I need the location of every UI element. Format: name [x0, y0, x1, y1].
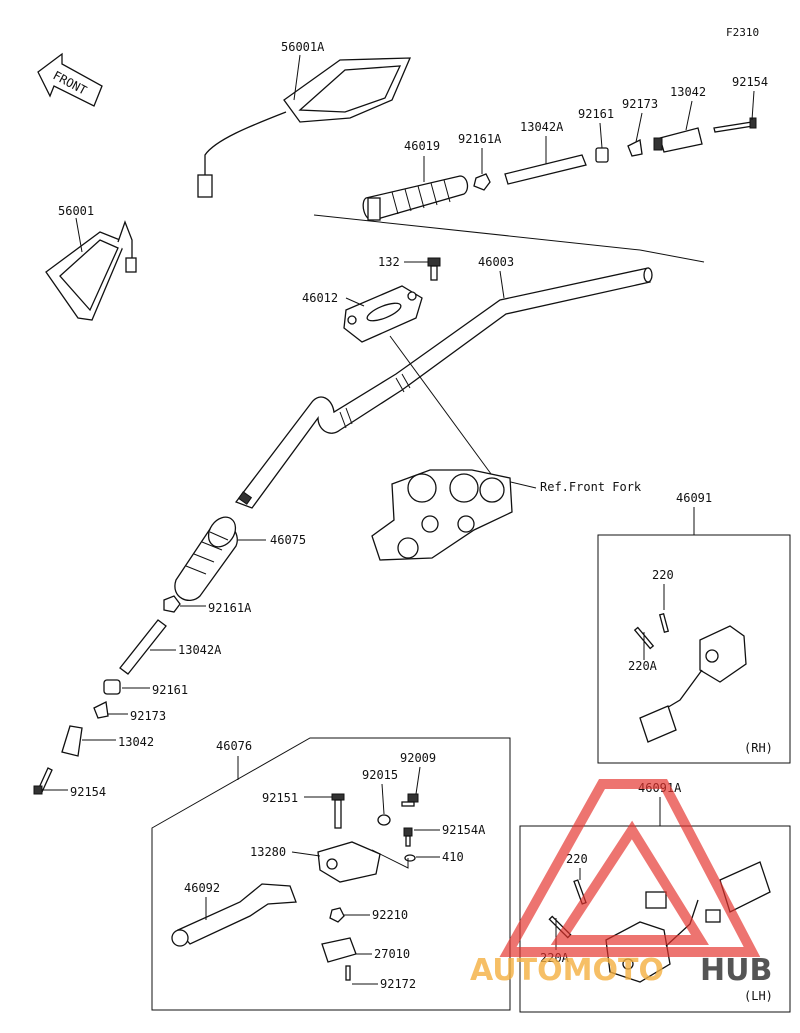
label-46012: 46012 — [302, 291, 338, 305]
label-13042-top: 13042 — [670, 85, 706, 99]
mirror-left — [45, 220, 137, 321]
bolt-132 — [427, 257, 441, 281]
mirror-right — [197, 57, 411, 198]
label-46092: 46092 — [184, 881, 220, 895]
label-410: 410 — [442, 850, 464, 864]
label-92161A-top: 92161A — [458, 132, 502, 146]
watermark-word1: AUTOMOTO — [470, 953, 664, 988]
bolt-92154-top — [713, 121, 754, 133]
label-27010: 27010 — [374, 947, 410, 961]
weight-13042A-left — [119, 619, 167, 675]
label-92154-top: 92154 — [732, 75, 768, 89]
label-56001: 56001 — [58, 204, 94, 218]
label-92161-left: 92161 — [152, 683, 188, 697]
label-92173-top: 92173 — [622, 97, 658, 111]
watermark-word2: HUB — [700, 953, 772, 988]
front-arrow-icon: FRONT — [37, 52, 103, 107]
label-220A-rh: 220A — [628, 659, 658, 673]
front-fork-clamp — [371, 469, 513, 561]
weight-13042-left — [61, 725, 83, 757]
label-92154A: 92154A — [442, 823, 486, 837]
label-46003: 46003 — [478, 255, 514, 269]
lh-switch-box — [519, 825, 791, 1013]
label-46076: 46076 — [216, 739, 252, 753]
label-92015: 92015 — [362, 768, 398, 782]
label-46019: 46019 — [404, 139, 440, 153]
collar-92161-left — [103, 679, 121, 695]
label-ref-front-fork: Ref.Front Fork — [540, 480, 642, 494]
label-lh: (LH) — [744, 989, 773, 1003]
label-46075: 46075 — [270, 533, 306, 547]
nut-92161A-top — [473, 173, 491, 191]
label-92009: 92009 — [400, 751, 436, 765]
clip-92173-left — [93, 701, 109, 719]
label-92210: 92210 — [372, 908, 408, 922]
label-132: 132 — [378, 255, 400, 269]
weight-13042A-top — [504, 154, 587, 185]
grip-left — [174, 491, 253, 601]
label-92172: 92172 — [380, 977, 416, 991]
clip-92173-top — [627, 139, 643, 157]
label-13280: 13280 — [250, 845, 286, 859]
rh-switch-box — [597, 534, 791, 764]
label-13042A-left: 13042A — [178, 643, 222, 657]
label-92161A-left: 92161A — [208, 601, 252, 615]
grip-right — [362, 175, 469, 221]
label-rh: (RH) — [744, 741, 773, 755]
label-13042A-top: 13042A — [520, 120, 564, 134]
label-92154-left: 92154 — [70, 785, 106, 799]
label-92173-left: 92173 — [130, 709, 166, 723]
diagram-code: F2310 — [726, 26, 759, 39]
handlebar — [234, 267, 653, 509]
label-92151: 92151 — [262, 791, 298, 805]
lever-box — [151, 737, 511, 1011]
lever-assembly — [171, 793, 419, 981]
nut-92161A-left — [163, 595, 181, 613]
label-56001A: 56001A — [281, 40, 325, 54]
label-46091: 46091 — [676, 491, 712, 505]
watermark-logo: AUTOMOTO HUB — [470, 779, 772, 988]
label-220-lh: 220 — [566, 852, 588, 866]
label-92161-top: 92161 — [578, 107, 614, 121]
holder-46012 — [343, 285, 423, 343]
label-220-rh: 220 — [652, 568, 674, 582]
collar-92161-top — [595, 147, 609, 163]
weight-13042-top — [659, 127, 703, 153]
rh-switch — [633, 612, 747, 743]
label-13042-left: 13042 — [118, 735, 154, 749]
